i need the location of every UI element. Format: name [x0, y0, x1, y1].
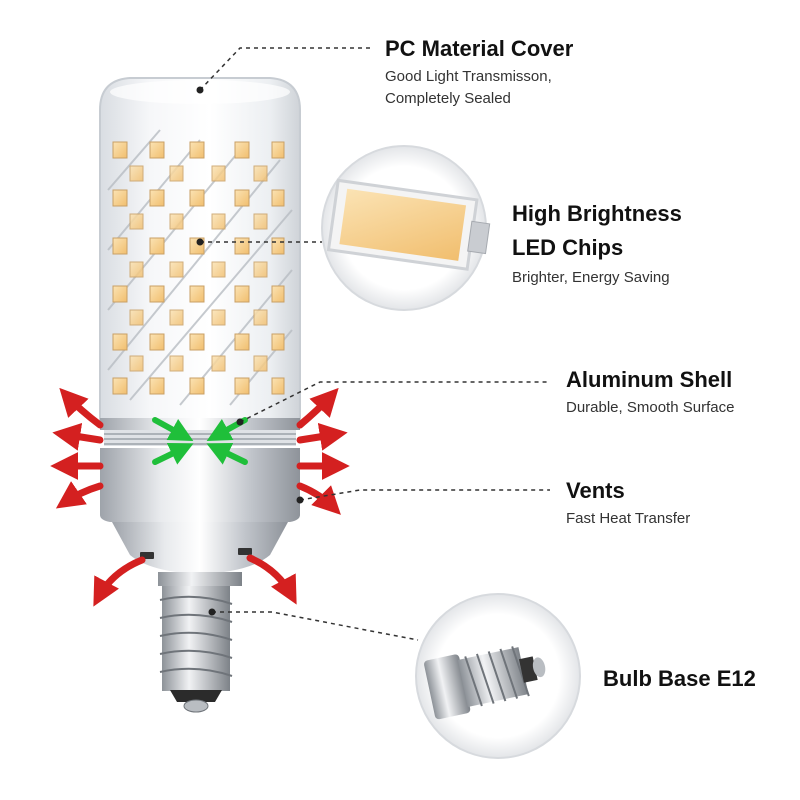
leader-lines	[199, 47, 550, 641]
led-chip-zoom	[321, 145, 491, 311]
chips-subtitle: Brighter, Energy Saving	[512, 269, 670, 286]
cover-callout: PC Material Cover Good Light Transmisson…	[385, 34, 573, 110]
base-zoom	[415, 593, 581, 759]
heat-dissipation-arrows	[50, 387, 350, 607]
leader-dots	[196, 86, 304, 616]
shell-subtitle: Durable, Smooth Surface	[566, 399, 735, 416]
e12-screw-base	[158, 572, 242, 713]
chips-title-line2: LED Chips	[512, 235, 624, 260]
led-chip-grid	[112, 141, 285, 395]
aluminum-shell	[100, 418, 300, 574]
cover-subtitle-line1: Good Light Transmisson,	[385, 68, 552, 85]
pc-cover	[99, 77, 301, 421]
cover-title: PC Material Cover	[385, 36, 574, 61]
shell-callout: Aluminum Shell Durable, Smooth Surface	[566, 365, 734, 419]
vent-slot	[238, 548, 252, 555]
chips-callout: High Brightness LED Chips Brighter, Ener…	[512, 197, 682, 289]
base-title: Bulb Base E12	[603, 666, 756, 691]
vents-subtitle: Fast Heat Transfer	[566, 510, 691, 527]
cover-subtitle-line2: Completely Sealed	[385, 90, 511, 107]
vents-title: Vents	[566, 478, 625, 503]
base-callout: Bulb Base E12	[603, 664, 756, 694]
shell-title: Aluminum Shell	[566, 367, 733, 392]
chips-title-line1: High Brightness	[512, 201, 682, 226]
vents-callout: Vents Fast Heat Transfer	[566, 476, 690, 530]
